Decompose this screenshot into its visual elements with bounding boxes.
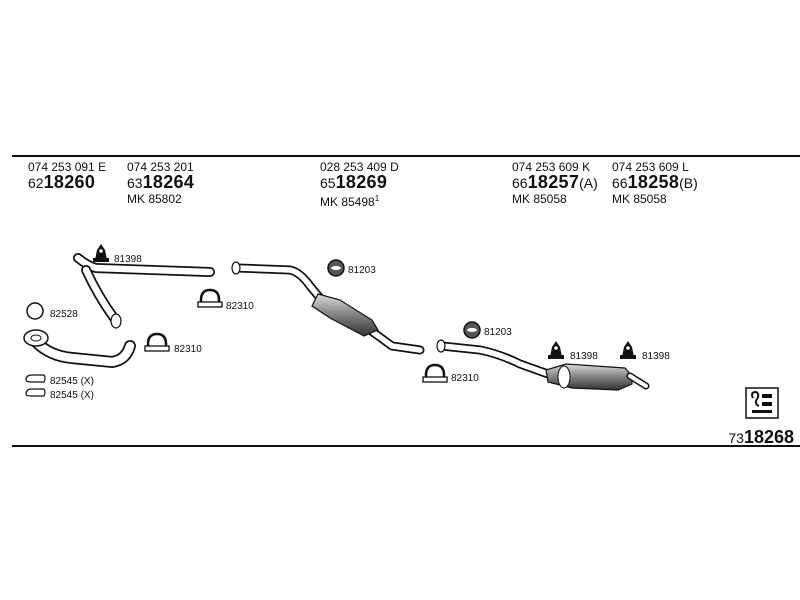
mk-number: MK 854981 [320,194,380,209]
mounting-kit-icon [745,387,779,419]
front-pipe-18264 [73,253,215,329]
top-divider [12,155,800,157]
column-header-3: 028 253 409 D 6518269 MK 854981 [320,160,399,209]
column-header-2: 074 253 201 6318264 MK 85802 [127,160,194,206]
label-bolt: 82545 (X) [50,376,94,387]
oe-number: 074 253 609 L [612,160,689,174]
oe-number: 074 253 609 K [512,160,591,174]
label-bolt: 82545 (X) [50,390,94,401]
oe-number: 074 253 091 E [28,160,107,174]
pipe-clamp-icon [197,288,223,308]
sealing-ring-icon [463,321,481,339]
mk-number: MK 85058 [512,192,567,206]
part-number: 6318264 [127,172,195,192]
part-number: 6218260 [28,172,96,192]
label-hanger: 81398 [570,351,598,362]
column-header-1: 074 253 091 E 6218260 [28,160,107,192]
label-clamp: 82310 [451,373,479,384]
middle-silencer-18269 [231,261,425,355]
pipe-clamp-icon [144,332,170,352]
rubber-hanger-icon [93,244,109,262]
pipe-clamp-icon [422,363,448,383]
sealing-ring-icon [327,259,345,277]
rubber-hanger-icon [620,341,636,359]
rear-silencer-18257 [436,339,650,391]
downpipe-18260 [23,329,136,369]
sealing-ring-icon [26,302,44,320]
part-number: 6618257(A) [512,172,598,192]
rubber-hanger-icon [548,341,564,359]
oe-number: 074 253 201 [127,160,194,174]
mounting-kit-number: 7318268 [728,427,794,447]
label-ring: 81203 [348,265,376,276]
label-hanger: 81398 [114,254,142,265]
label-ring: 81203 [484,327,512,338]
bolt-icon [25,388,46,397]
label-hanger: 81398 [642,351,670,362]
mk-number: MK 85058 [612,192,667,206]
bolt-icon [25,374,46,383]
part-number: 6518269 [320,172,388,192]
bottom-divider [12,445,800,447]
mk-number: MK 85802 [127,192,182,206]
label-clamp: 82310 [174,344,202,355]
part-number: 6618258(B) [612,172,698,192]
oe-number: 028 253 409 D [320,160,399,174]
label-clamp: 82310 [226,301,254,312]
column-header-4: 074 253 609 K 6618257(A) MK 85058 [512,160,598,206]
column-header-5: 074 253 609 L 6618258(B) MK 85058 [612,160,698,206]
label-ring: 82528 [50,309,78,320]
